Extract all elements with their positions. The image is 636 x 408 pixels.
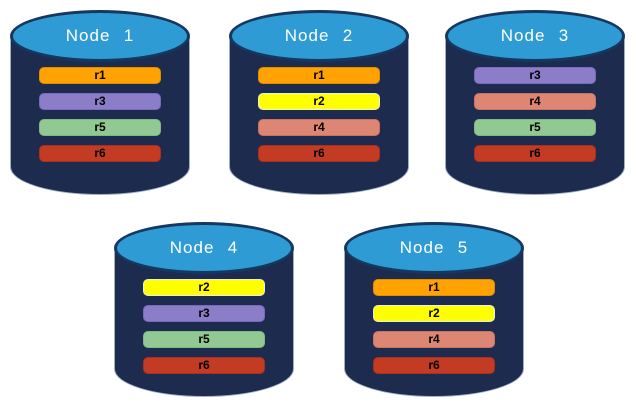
replica-rows: r1 r3 r5 r6 bbox=[10, 67, 190, 162]
replica-bar-r4: r4 bbox=[258, 119, 380, 136]
cylinder-body bbox=[229, 36, 409, 195]
replica-bar-r2: r2 bbox=[373, 305, 495, 322]
replica-bar-r1: r1 bbox=[373, 279, 495, 296]
cylinder-top: Node 5 bbox=[344, 222, 524, 274]
replica-bar-r6: r6 bbox=[373, 357, 495, 374]
replica-bar-r4: r4 bbox=[474, 93, 596, 110]
replica-bar-r6: r6 bbox=[474, 145, 596, 162]
replica-rows: r1 r2 r4 r6 bbox=[229, 67, 409, 162]
replica-bar-r3: r3 bbox=[39, 93, 161, 110]
replica-bar-r5: r5 bbox=[143, 331, 265, 348]
replica-bar-r2: r2 bbox=[143, 279, 265, 296]
replica-bar-r6: r6 bbox=[258, 145, 380, 162]
db-node-1: Node 1 r1 r3 r5 r6 bbox=[10, 10, 190, 195]
db-node-5: Node 5 r1 r2 r4 r6 bbox=[344, 222, 524, 397]
replica-bar-r2: r2 bbox=[258, 93, 380, 110]
replica-bar-r3: r3 bbox=[143, 305, 265, 322]
db-node-3: Node 3 r3 r4 r5 r6 bbox=[445, 10, 625, 195]
cylinder-body bbox=[445, 36, 625, 195]
cylinder-top: Node 2 bbox=[229, 10, 409, 62]
replica-rows: r1 r2 r4 r6 bbox=[344, 279, 524, 374]
cylinder-body bbox=[10, 36, 190, 195]
replica-rows: r2 r3 r5 r6 bbox=[114, 279, 294, 374]
replica-bar-r5: r5 bbox=[474, 119, 596, 136]
node-label: Node 2 bbox=[284, 26, 354, 45]
replica-rows: r3 r4 r5 r6 bbox=[445, 67, 625, 162]
replica-bar-r5: r5 bbox=[39, 119, 161, 136]
cylinder-top: Node 4 bbox=[114, 222, 294, 274]
node-label: Node 1 bbox=[65, 26, 135, 45]
replica-bar-r1: r1 bbox=[258, 67, 380, 84]
db-node-4: Node 4 r2 r3 r5 r6 bbox=[114, 222, 294, 397]
node-label: Node 4 bbox=[169, 238, 239, 257]
node-label: Node 3 bbox=[500, 26, 570, 45]
replica-bar-r4: r4 bbox=[373, 331, 495, 348]
cylinder-top: Node 1 bbox=[10, 10, 190, 62]
cylinder-top: Node 3 bbox=[445, 10, 625, 62]
replica-bar-r6: r6 bbox=[39, 145, 161, 162]
db-node-2: Node 2 r1 r2 r4 r6 bbox=[229, 10, 409, 195]
replica-bar-r3: r3 bbox=[474, 67, 596, 84]
replica-bar-r6: r6 bbox=[143, 357, 265, 374]
node-label: Node 5 bbox=[399, 238, 469, 257]
replica-bar-r1: r1 bbox=[39, 67, 161, 84]
